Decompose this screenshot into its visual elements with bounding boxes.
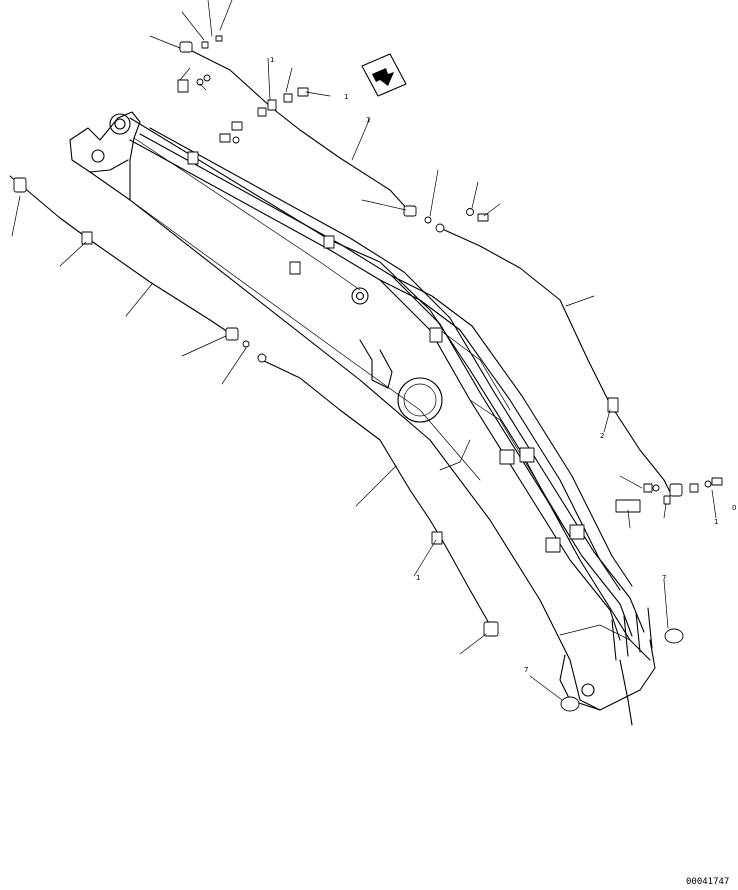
drawing-code: 00041747 — [686, 877, 729, 887]
hose-fitting — [225, 327, 239, 341]
callout-bracket-right: 1 — [714, 518, 718, 526]
bolt — [689, 483, 699, 493]
bolt — [477, 213, 489, 222]
hose-clamp — [607, 397, 619, 413]
bolt — [711, 477, 723, 486]
clamp-plate — [177, 79, 189, 93]
hose-left — [9, 175, 235, 337]
leader-lines — [11, 0, 717, 701]
hose-fitting — [669, 483, 683, 497]
callouts: 1 1 1 1 1 0 2 7 7 — [270, 56, 736, 674]
cylinder-pin-boss — [351, 287, 369, 305]
hose-clamp — [81, 231, 93, 245]
hose-upper — [185, 47, 411, 213]
oring-small — [242, 340, 250, 348]
hose-clamp — [267, 99, 277, 111]
oring — [560, 696, 580, 712]
bolt — [201, 41, 209, 49]
boom-hose-clamp — [429, 327, 443, 343]
bolt — [231, 121, 243, 131]
callout-oring-right: 7 — [662, 574, 666, 582]
washer — [283, 93, 293, 103]
hose-right — [439, 227, 671, 493]
front-direction-arrow-icon — [361, 53, 407, 97]
hose-fitting — [403, 205, 417, 217]
callout-bracket-top: 1 — [270, 56, 274, 64]
boom-hose-clamp — [323, 235, 335, 249]
washer — [466, 208, 474, 216]
hose-bundle — [129, 127, 653, 726]
bolt — [219, 133, 231, 143]
bolt — [663, 495, 671, 505]
hose-fitting — [435, 223, 445, 233]
hose-fitting — [179, 41, 193, 53]
washer — [232, 136, 240, 144]
boom-hose-clamp — [499, 449, 515, 465]
boom-hose-clamp — [569, 524, 585, 540]
callout-mid-lower-clamp: 1 — [416, 574, 420, 582]
hose-clamp — [431, 531, 443, 545]
exploded-parts — [9, 35, 723, 712]
inspection-cover — [397, 377, 443, 423]
callout-clamp-right-low: 2 — [600, 432, 604, 440]
washer — [203, 74, 211, 82]
callout-oring-bottom: 7 — [524, 666, 528, 674]
callout-long-hose-right: 1 — [366, 116, 370, 124]
boom-hose-clamp — [289, 261, 301, 275]
callout-washer-right: 0 — [732, 504, 736, 512]
washer — [652, 484, 660, 492]
callout-hose-top-right: 1 — [344, 93, 348, 101]
boom-hose-clamp — [545, 537, 561, 553]
oring-small — [424, 216, 432, 224]
hose-fitting — [483, 621, 499, 637]
hose-fitting — [13, 177, 27, 193]
bolt — [643, 483, 653, 493]
boom-body — [69, 111, 656, 711]
clamp-plate — [257, 107, 267, 117]
boom-hose-clamp — [187, 151, 199, 165]
oring — [664, 628, 684, 644]
bolt — [215, 35, 223, 42]
boom-hose-clamp — [519, 447, 535, 463]
hose-fitting — [257, 353, 267, 363]
hose-lower-left — [261, 359, 491, 626]
washer — [704, 480, 712, 488]
washer — [196, 78, 204, 86]
foot-pin-boss — [109, 113, 131, 135]
